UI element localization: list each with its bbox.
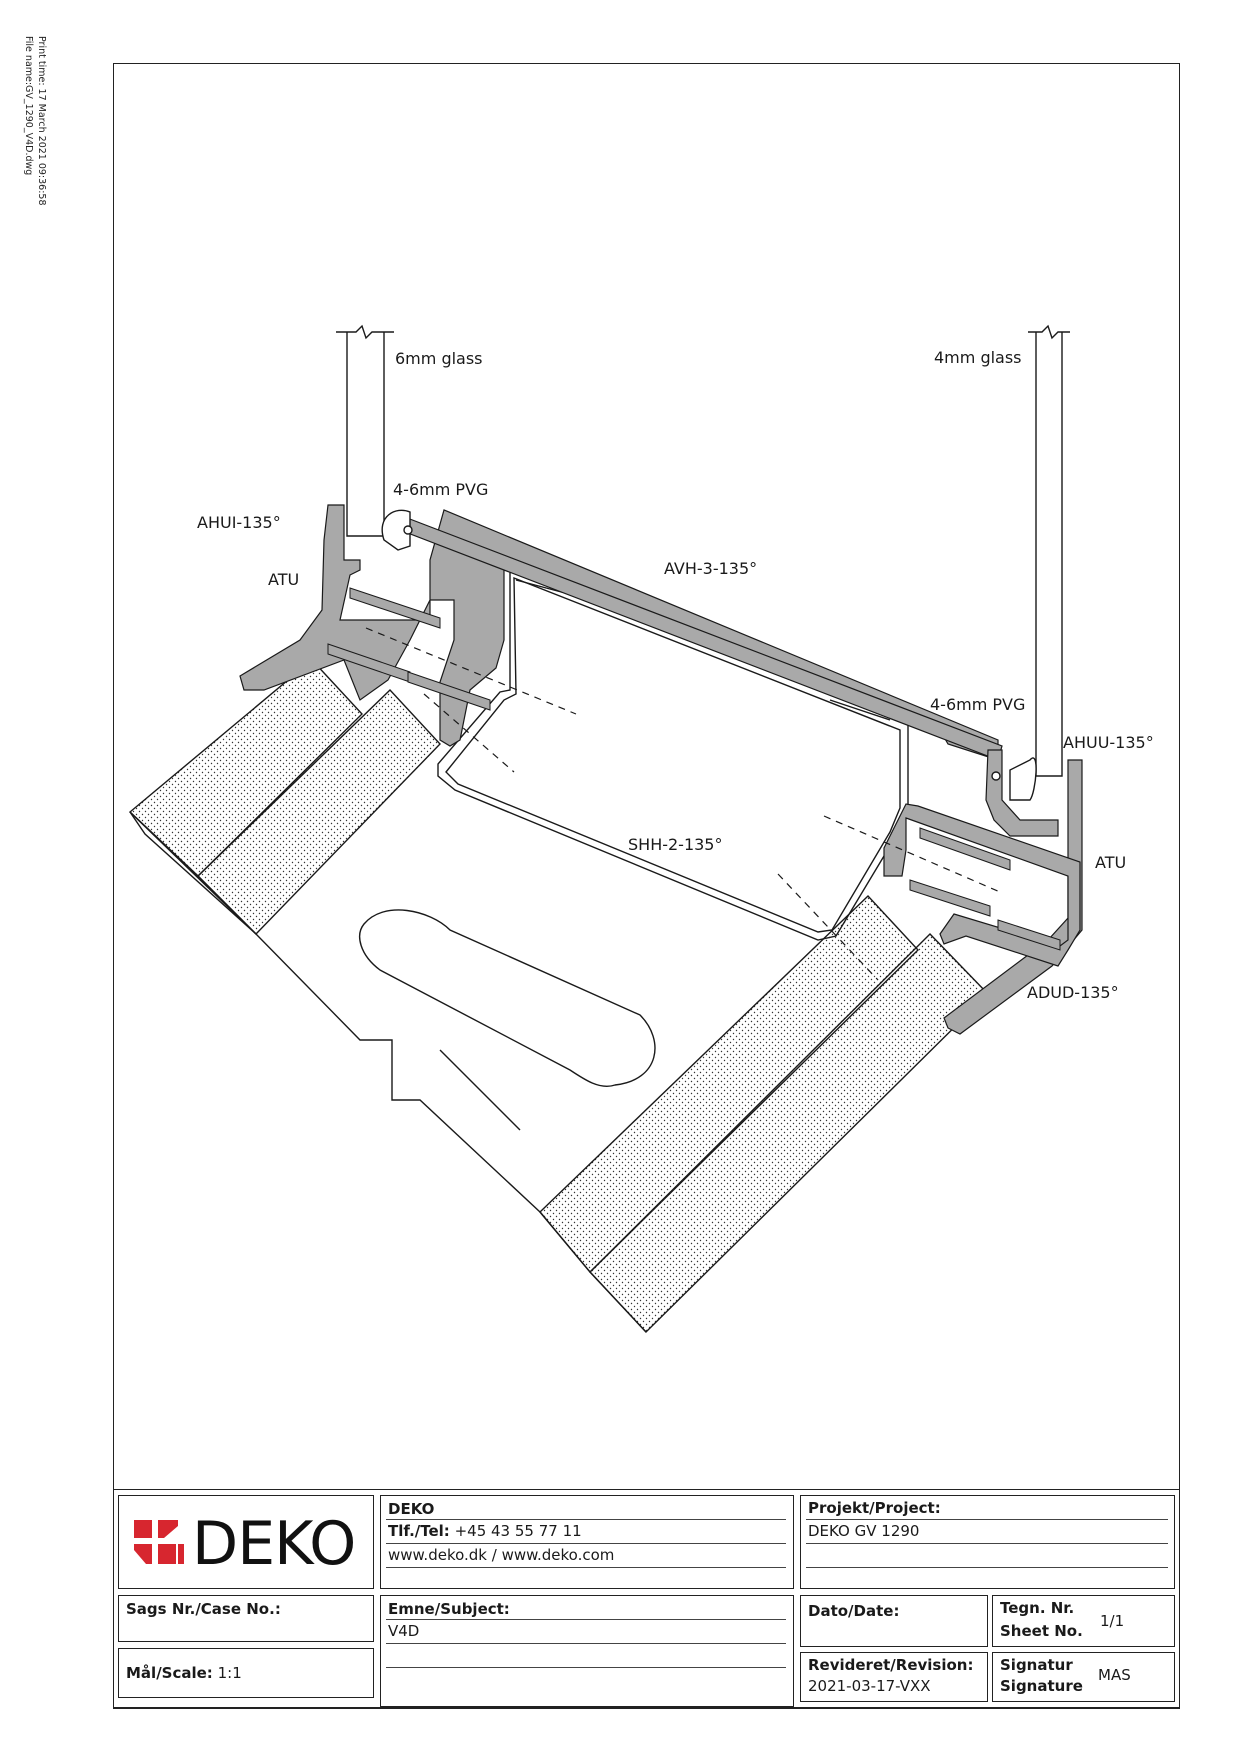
date-label: Dato/Date: [808,1602,900,1620]
deko-logo-icon [134,1520,184,1564]
signature-label-1: Signatur [1000,1656,1073,1674]
glass-pane-left [336,324,394,537]
label-atu-right: ATU [1095,853,1126,872]
label-pvg-right: 4-6mm PVG [930,695,1025,714]
label-avh: AVH-3-135° [664,559,757,578]
insulation-panel-right [539,895,989,1334]
sheet-value: 1/1 [1100,1612,1125,1630]
signature-value: MAS [1098,1666,1131,1684]
label-pvg-left: 4-6mm PVG [393,480,488,499]
label-atu-left: ATU [268,570,299,589]
print-metadata: Print time: 17 March 2021 09:36:58 File … [22,36,48,206]
project-value: DEKO GV 1290 [808,1522,920,1540]
logo-text: DEKO [192,1509,356,1579]
label-glass-left: 6mm glass [395,349,483,368]
case-label: Sags Nr./Case No.: [126,1600,281,1618]
subject-value: V4D [388,1622,420,1640]
sheet-label-1: Tegn. Nr. [1000,1599,1075,1617]
sheet-box [992,1595,1175,1647]
insulation-panel-left [128,659,441,935]
rounded-slot [359,909,656,1087]
drawing-frame [113,63,1180,1708]
gasket-left [381,509,411,551]
base-outline [129,811,647,1333]
leader-lines [365,627,1001,981]
case-box [118,1595,374,1642]
profile-ahuu [985,749,1059,837]
gasket-right [1009,757,1037,801]
profile-ahui [239,504,999,761]
date-box [800,1595,988,1647]
label-shh: SHH-2-135° [628,835,722,854]
logo-box [118,1495,374,1589]
label-adud: ADUD-135° [1027,983,1119,1002]
revision-label: Revideret/Revision: [808,1656,974,1674]
scale-value: 1:1 [217,1664,242,1682]
subject-label: Emne/Subject: [388,1600,510,1618]
company-web: www.deko.dk / www.deko.com [388,1546,615,1564]
print-time: Print time: 17 March 2021 09:36:58 [36,36,47,206]
company-name: DEKO [388,1500,435,1518]
company-box [380,1495,794,1589]
company-tel: Tlf./Tel: +45 43 55 77 11 [388,1522,582,1540]
sheet-label-2: Sheet No. [1000,1622,1083,1640]
scale-box [118,1648,374,1698]
project-box [800,1495,1175,1589]
revision-value: 2021-03-17-VXX [808,1677,931,1695]
aluminium-profiles [239,504,1083,1035]
revision-box [800,1652,988,1702]
project-label: Projekt/Project: [808,1499,941,1517]
signature-label-2: Signature [1000,1677,1083,1695]
label-ahuu: AHUU-135° [1063,733,1154,752]
file-name: File name:GV_1290_V4D.dwg [23,36,34,176]
label-glass-right: 4mm glass [934,348,1022,367]
glass-pane-right [1028,324,1070,777]
signature-box [992,1652,1175,1702]
seals [327,587,1061,951]
label-ahui: AHUI-135° [197,513,281,532]
subject-box [380,1595,794,1707]
scale-label: Mål/Scale: [126,1664,213,1682]
